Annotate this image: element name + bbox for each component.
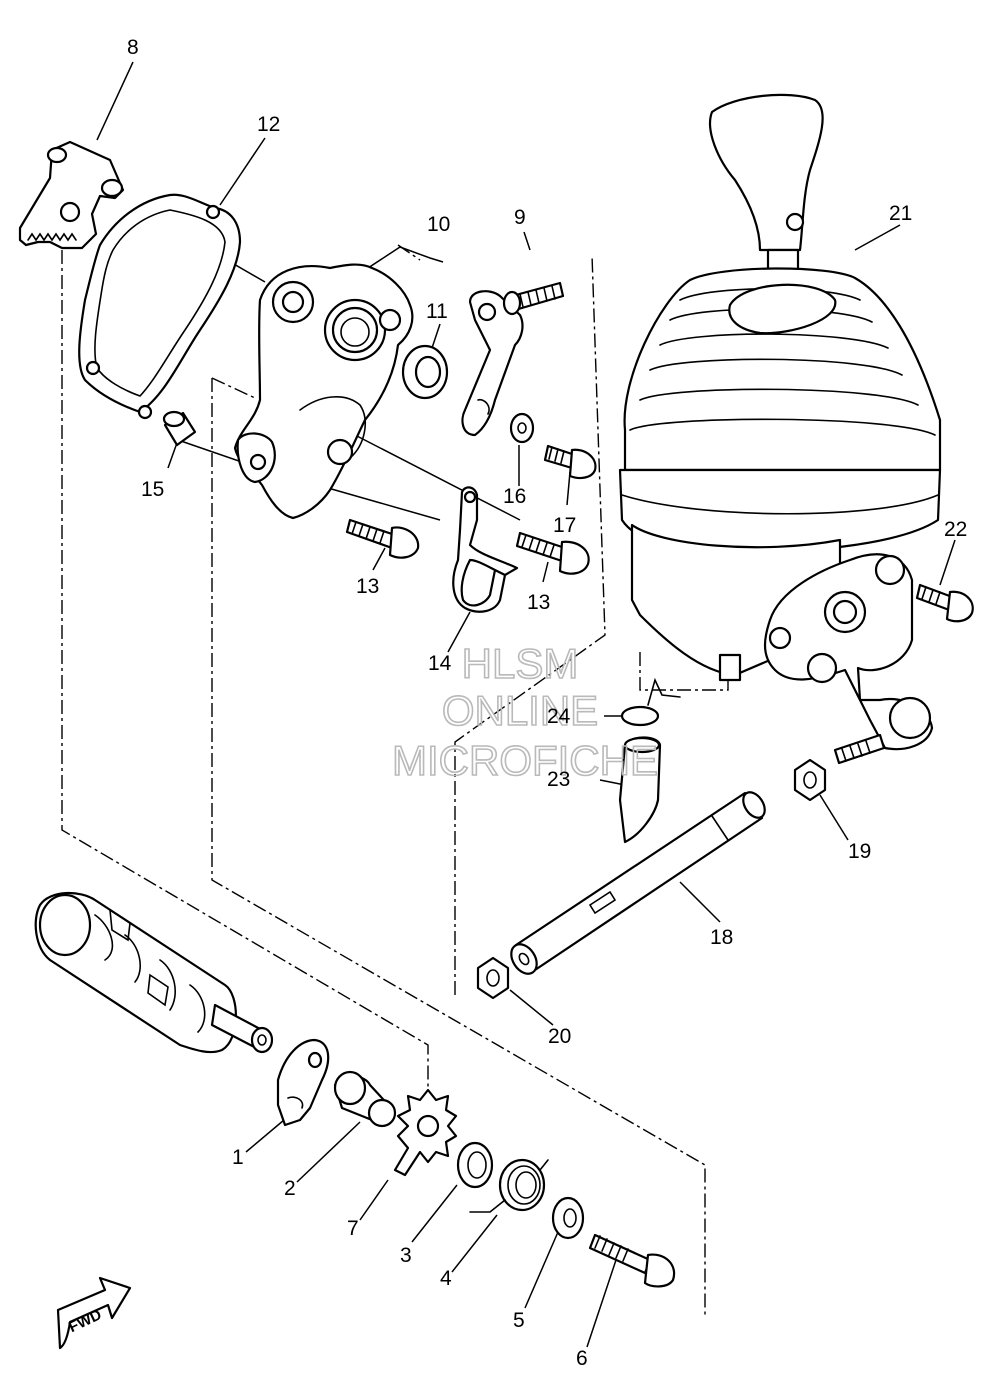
part-14-clamp bbox=[452, 486, 519, 613]
part-8-shift-sector bbox=[18, 140, 125, 250]
callout-1: 1 bbox=[232, 1146, 244, 1169]
callout-15: 15 bbox=[141, 478, 164, 501]
part-23-arm bbox=[618, 736, 662, 844]
part-13-bolt-left bbox=[345, 518, 420, 559]
callout-16: 16 bbox=[503, 485, 526, 508]
callout-19: 19 bbox=[848, 840, 871, 863]
part-7-segment bbox=[393, 1088, 458, 1177]
part-12-gasket bbox=[78, 193, 242, 420]
callout-13-left: 13 bbox=[356, 575, 379, 598]
watermark-line-2: ONLINE bbox=[442, 687, 598, 734]
callout-18: 18 bbox=[710, 926, 733, 949]
callout-4: 4 bbox=[440, 1267, 452, 1290]
callout-6: 6 bbox=[576, 1347, 588, 1370]
callout-21: 21 bbox=[889, 202, 912, 225]
fwd-arrow-icon: FWD bbox=[56, 1276, 132, 1350]
part-4-spring bbox=[469, 1158, 549, 1213]
part-17-bolt bbox=[543, 444, 597, 480]
callout-24: 24 bbox=[547, 705, 571, 728]
part-6-bolt bbox=[588, 1233, 676, 1288]
callout-5: 5 bbox=[513, 1309, 525, 1332]
callout-numbers: 8 12 10 9 11 15 16 17 13 13 14 21 22 24 … bbox=[127, 36, 967, 1370]
callout-23: 23 bbox=[547, 768, 570, 791]
part-1-stopper-lever bbox=[276, 1038, 330, 1127]
watermark-line-3: MICROFICHE bbox=[392, 737, 658, 784]
callout-3: 3 bbox=[400, 1244, 412, 1267]
part-15-dowel bbox=[162, 410, 197, 447]
part-9-lever-and-bolt bbox=[461, 281, 565, 437]
callout-17: 17 bbox=[553, 514, 576, 537]
callout-22: 22 bbox=[944, 518, 967, 541]
part-22-bolt bbox=[915, 583, 974, 623]
callout-10: 10 bbox=[427, 213, 450, 236]
part-5-washer bbox=[551, 1196, 585, 1240]
part-10-cover bbox=[233, 263, 414, 520]
watermark-line-1: HLSM bbox=[462, 640, 579, 687]
part-18-shaft bbox=[510, 791, 766, 975]
callout-2: 2 bbox=[284, 1177, 296, 1200]
callout-8: 8 bbox=[127, 36, 139, 59]
part-2-collar bbox=[333, 1070, 397, 1128]
part-19-nut bbox=[793, 758, 827, 802]
part-16-washer bbox=[509, 412, 535, 444]
callout-13-right: 13 bbox=[527, 591, 550, 614]
callout-7: 7 bbox=[347, 1217, 359, 1240]
callout-9: 9 bbox=[514, 206, 526, 229]
shift-drum bbox=[34, 891, 274, 1054]
part-21-shift-lever-assembly bbox=[618, 93, 942, 765]
part-13-bolt-right bbox=[515, 531, 590, 575]
part-24-pin-washer bbox=[620, 677, 681, 727]
part-11-oil-seal bbox=[401, 344, 449, 400]
callout-12: 12 bbox=[257, 113, 280, 136]
watermark: HLSM ONLINE MICROFICHE bbox=[391, 639, 659, 785]
part-20-nut bbox=[476, 956, 510, 1000]
part-3-washer bbox=[456, 1141, 494, 1189]
callout-20: 20 bbox=[548, 1025, 571, 1048]
callout-14: 14 bbox=[428, 652, 452, 675]
callout-11: 11 bbox=[426, 300, 448, 323]
